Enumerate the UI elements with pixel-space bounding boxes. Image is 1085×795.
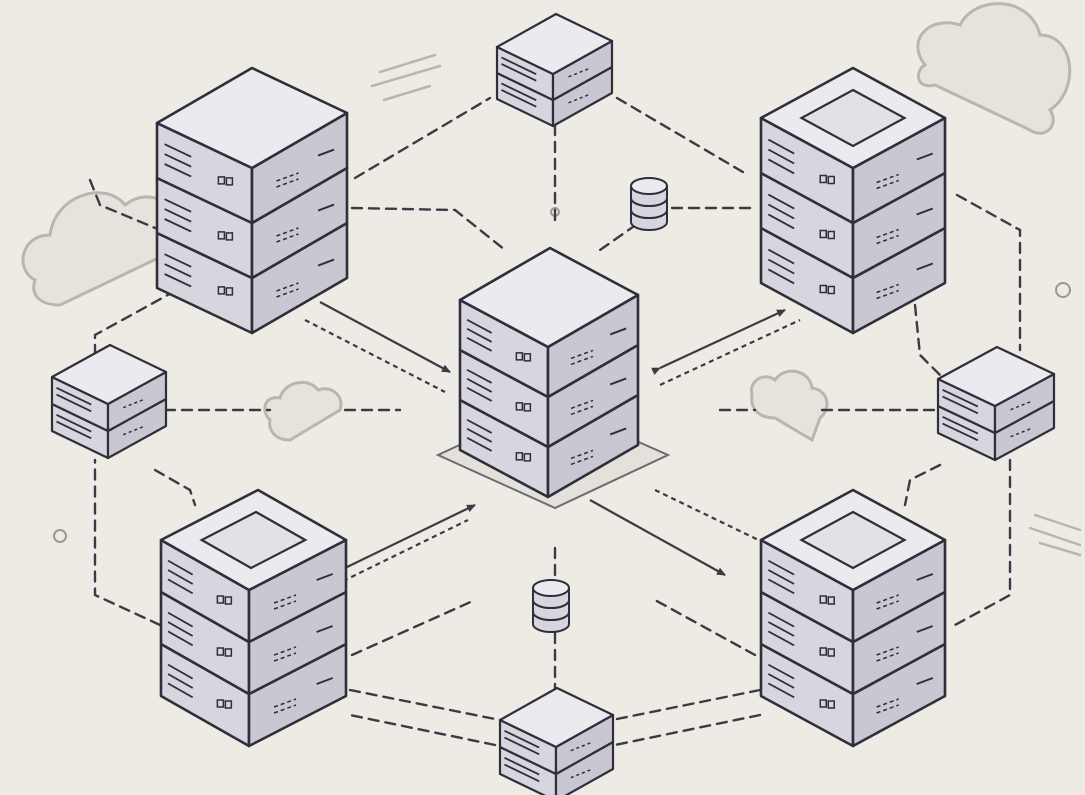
cloud-icon-mid-left bbox=[263, 381, 343, 442]
flow-arrow-bottom-left-to-hub bbox=[344, 504, 476, 569]
switch-left bbox=[50, 343, 168, 460]
server-top-left bbox=[155, 66, 349, 335]
database-lower-icon bbox=[532, 579, 570, 633]
flow-arrow-hub-top-right-return bbox=[659, 319, 801, 386]
switch-top bbox=[495, 12, 614, 128]
flow-arrow-hub-bottom-right-return bbox=[654, 489, 776, 549]
data-flow-arrows bbox=[304, 301, 801, 586]
motion-lines-decoration bbox=[370, 53, 1082, 557]
server-top-right bbox=[759, 66, 947, 335]
server-bottom-right bbox=[759, 488, 947, 748]
switch-right bbox=[936, 345, 1056, 462]
flow-arrow-hub-top-right bbox=[651, 309, 786, 375]
server-center-hub bbox=[458, 246, 640, 499]
switch-bottom bbox=[498, 686, 615, 795]
cloud-icon-left bbox=[21, 191, 177, 307]
cloud-icon-mid-right bbox=[749, 369, 829, 443]
cloud-icon-top-right bbox=[916, 2, 1072, 135]
connection-lines bbox=[88, 96, 1022, 747]
server-bottom-left bbox=[159, 488, 348, 748]
database-upper-icon bbox=[630, 177, 668, 231]
flow-arrow-bottom-left-return bbox=[334, 519, 469, 586]
flow-arrow-hub-to-bottom-right bbox=[589, 499, 726, 576]
flow-arrow-top-left-to-hub bbox=[319, 301, 451, 373]
